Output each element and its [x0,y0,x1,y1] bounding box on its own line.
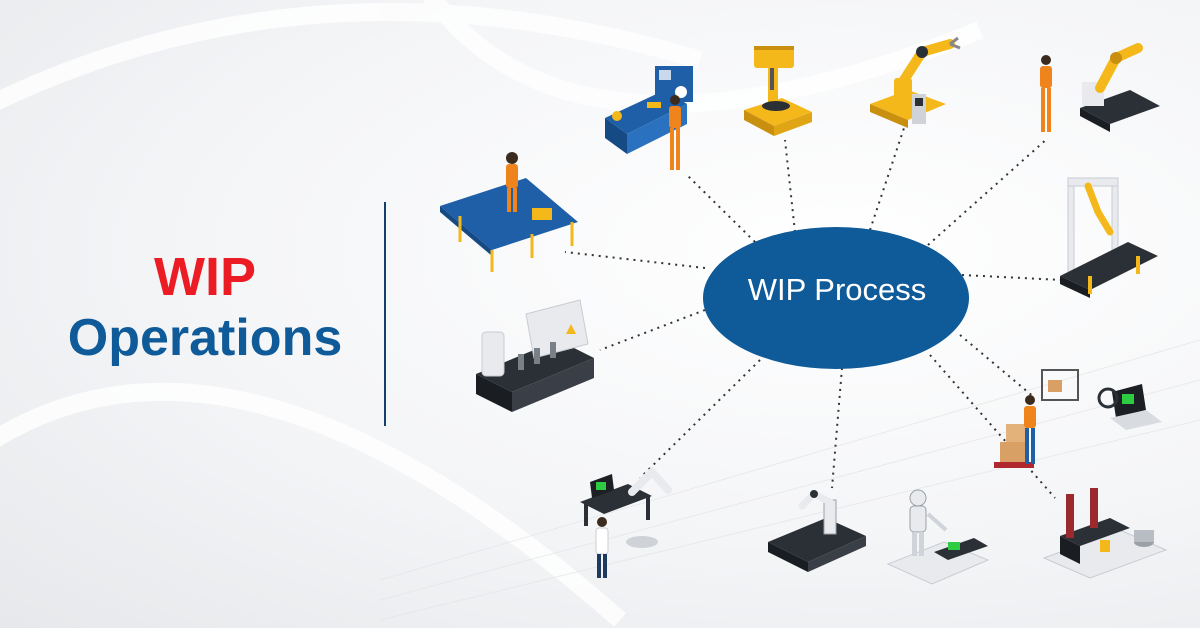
worker-robot-cell-icon [1040,43,1160,132]
wip-process-hub [703,227,969,369]
connector-worker-robot [927,137,1049,246]
connector-bottling [599,309,706,351]
logistics-worker-ai-laptop-icon [994,369,1162,468]
background-grid-lines [379,339,1200,621]
connector-humanoid [831,367,843,489]
connector-robot-arm [869,124,906,231]
connector-drill [784,139,796,233]
title-operations: Operations [67,309,343,367]
connector-lines [564,124,1063,499]
connector-gantry [961,274,1063,281]
title-wip: WIP [154,247,256,307]
drill-press-icon [744,46,812,136]
wip-process-label: WIP Process [747,272,927,307]
automated-bottling-line-icon [476,299,594,412]
factory-building-icon [1042,488,1168,579]
conveyor-worker-icon [440,152,578,272]
scientist-robot-workstation-icon [580,466,672,578]
vertical-divider [384,202,386,426]
connector-scientist [639,359,761,479]
connector-logistics [959,334,1036,399]
connector-conveyor [564,251,706,269]
humanoid-robot-assembly-icon [886,489,990,585]
background-swooshes [0,0,980,620]
gantry-robot-conveyor-icon [1060,177,1158,298]
robot-arm-icon [870,36,961,128]
lathe-station-icon [605,66,693,170]
connector-lathe [687,175,756,243]
connector-factory [929,354,1056,499]
robot-arm-conveyor-icon [768,489,866,572]
